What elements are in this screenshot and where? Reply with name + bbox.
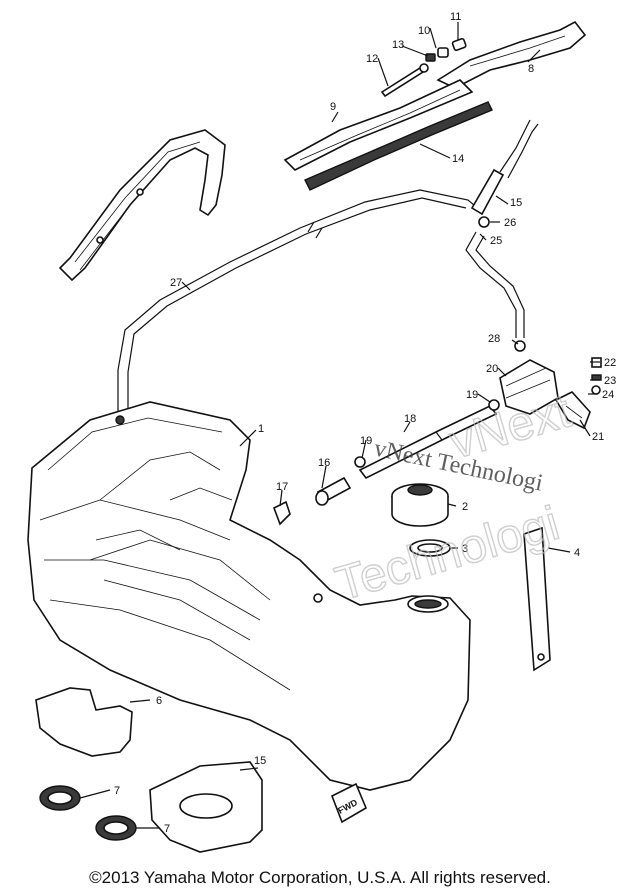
collar-10 xyxy=(437,47,449,58)
callout-22: 22 xyxy=(604,357,616,369)
callout-10: 10 xyxy=(418,25,430,37)
bolt-set-22-23-24 xyxy=(591,357,602,395)
callout-21: 21 xyxy=(592,431,604,443)
callout-13: 13 xyxy=(392,39,404,51)
callout-12: 12 xyxy=(366,53,378,65)
grommet-7-upper xyxy=(39,785,81,811)
stay-4 xyxy=(523,526,551,672)
callout-8: 8 xyxy=(528,63,534,75)
callout-7-lower: 7 xyxy=(164,823,170,835)
fuel-hose-18 xyxy=(358,404,498,480)
fitting-16 xyxy=(315,476,352,506)
clip-19-upper xyxy=(488,399,500,411)
gasket-3 xyxy=(409,539,451,557)
rubber-strip-14 xyxy=(304,101,493,191)
cap-11 xyxy=(451,37,467,51)
callout-26: 26 xyxy=(504,217,516,229)
upper-strap-8 xyxy=(436,20,587,89)
nut-13 xyxy=(425,53,436,62)
pad-6 xyxy=(35,687,133,757)
callout-15-hose: 15 xyxy=(510,197,522,209)
callout-19-lower: 19 xyxy=(360,435,372,447)
callout-16: 16 xyxy=(318,457,330,469)
hose-25 xyxy=(465,231,525,338)
clip-17 xyxy=(272,500,291,526)
fuel-cap-2 xyxy=(391,483,449,527)
fwd-mark: FWD xyxy=(330,782,368,824)
callout-labels: 1 2 3 4 6 7 7 8 9 10 11 12 13 14 15 15 1… xyxy=(114,11,616,835)
fuel-tank-1 xyxy=(27,401,471,791)
pad-15 xyxy=(149,761,263,853)
callout-19-upper: 19 xyxy=(466,389,478,401)
clip-19-lower xyxy=(354,456,366,468)
clip-26 xyxy=(478,216,490,228)
callout-1: 1 xyxy=(258,423,264,435)
strap-9 xyxy=(283,79,474,171)
callout-4: 4 xyxy=(574,547,580,559)
callout-25: 25 xyxy=(490,235,502,247)
grommet-7-lower xyxy=(95,815,137,841)
callout-27: 27 xyxy=(170,277,182,289)
callout-2: 2 xyxy=(462,501,468,513)
callout-23: 23 xyxy=(604,375,616,387)
bolt-12 xyxy=(380,63,429,98)
callout-18: 18 xyxy=(404,413,416,425)
leader-lines xyxy=(79,22,600,829)
callout-6: 6 xyxy=(156,695,162,707)
hose-15 xyxy=(470,119,539,216)
left-tank-strap xyxy=(58,129,226,282)
callout-15-pad: 15 xyxy=(254,755,266,767)
callout-3: 3 xyxy=(462,543,468,555)
callout-20: 20 xyxy=(486,363,498,375)
callout-24: 24 xyxy=(602,389,614,401)
callout-14: 14 xyxy=(452,153,464,165)
breather-pipe-27 xyxy=(117,189,481,418)
callout-28: 28 xyxy=(488,333,500,345)
fuel-filter-20 xyxy=(499,359,559,415)
callout-7-upper: 7 xyxy=(114,785,120,797)
callout-9: 9 xyxy=(330,101,336,113)
bracket-21 xyxy=(554,391,591,430)
callout-11: 11 xyxy=(450,11,461,23)
copyright-footer: ©2013 Yamaha Motor Corporation, U.S.A. A… xyxy=(89,868,551,887)
callout-17: 17 xyxy=(276,481,288,493)
